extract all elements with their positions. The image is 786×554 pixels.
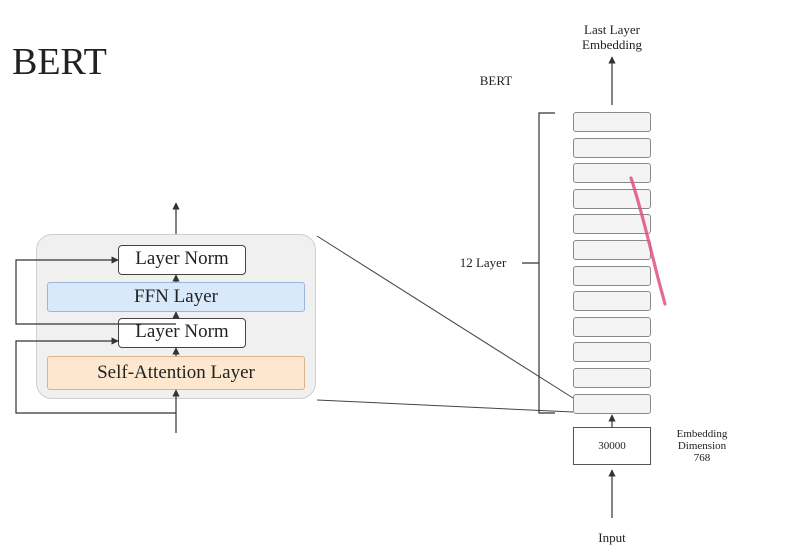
layer-norm-top: Layer Norm [118,245,246,275]
layer-norm-bottom: Layer Norm [118,318,246,348]
stack-output-label: Last Layer Embedding [582,22,642,52]
stack-layer [573,342,651,363]
stack-layer [573,316,651,337]
stack-layer [573,393,651,414]
self-attention-layer: Self-Attention Layer [47,356,305,390]
embedding-dimension-label: Embedding Dimension 768 [676,428,728,464]
stack-layer [573,137,651,158]
stack-layer [573,214,651,235]
stack-layer [573,112,651,132]
stack-bracket [522,112,555,414]
stack-layer [573,368,651,388]
block-arrows [15,202,180,433]
embedding-value: 30000 [598,440,626,452]
pen-mark [629,176,667,306]
stack-layer [573,265,651,286]
stack-layer [573,291,651,312]
zoom-lines [316,235,574,413]
page-title: BERT [12,41,107,83]
ffn-layer: FFN Layer [47,282,305,312]
input-label: Input [598,530,626,545]
embedding-box: 30000 [573,427,651,465]
stack-layer [573,188,651,209]
stack-title: BERT [479,73,513,88]
layer-count-label: 12 Layer [459,255,507,270]
